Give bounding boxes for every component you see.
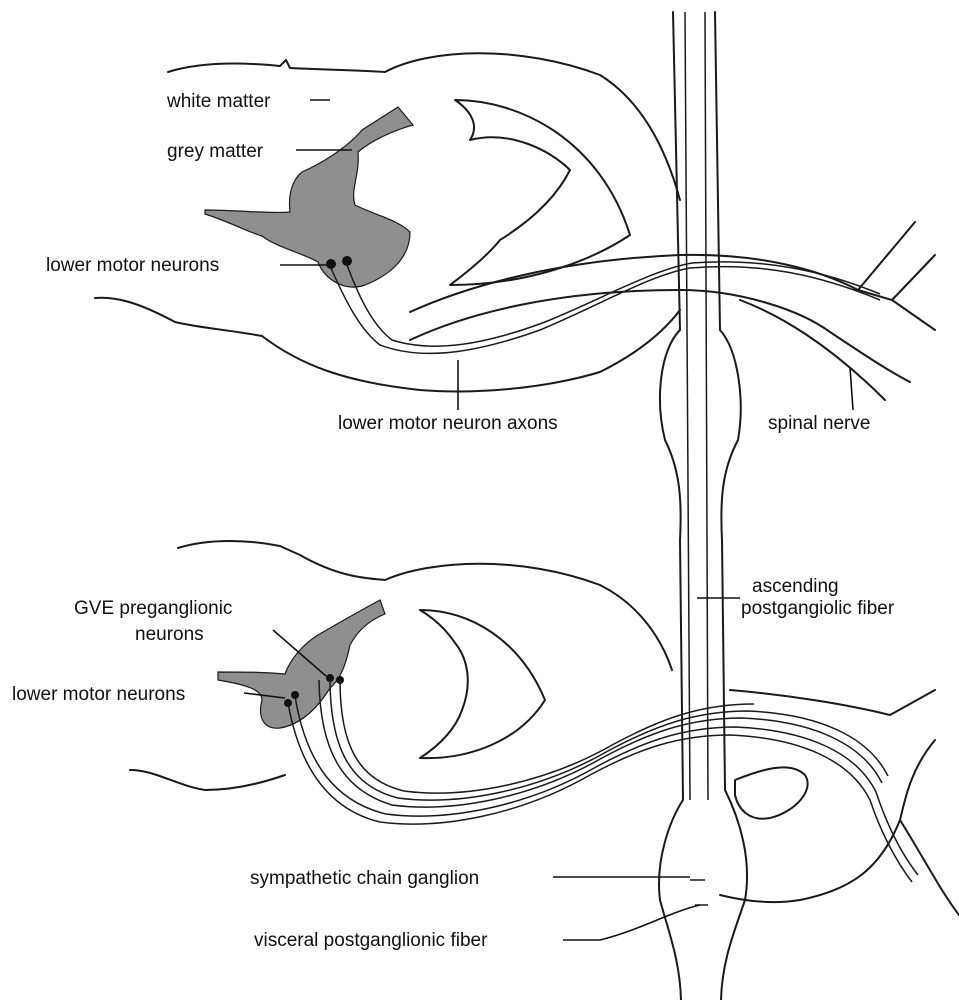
upper-spinal-nerve-inner — [410, 290, 910, 382]
upper-lower-motor-neuron-1 — [326, 259, 336, 269]
upper-axon-1 — [330, 266, 880, 353]
trunk-right-edge — [715, 12, 747, 1000]
upper-grey-matter — [205, 107, 413, 287]
label-ascending-line1: ascending — [752, 576, 839, 597]
lower-axon-bundle — [288, 678, 918, 882]
upper-spinal-nerve-outer — [410, 222, 915, 312]
ganglion-fiber-arrow — [690, 880, 708, 905]
upper-spinal-nerve-ramus — [740, 300, 885, 400]
trunk-inner-line-2 — [705, 12, 708, 800]
lower-white-matter-left-edge — [130, 770, 285, 790]
lower-grey-matter — [218, 600, 385, 728]
trunk-left-edge — [659, 12, 683, 1000]
sympathetic-trunk — [659, 12, 747, 1000]
label-grey-matter: grey matter — [167, 141, 264, 162]
label-sympathetic-chain-ganglion: sympathetic chain ganglion — [250, 868, 479, 889]
upper-spinal-nerve-branch — [858, 255, 935, 330]
upper-lower-motor-neuron-2 — [342, 256, 352, 266]
label-white-matter: white matter — [166, 91, 271, 112]
label-lower-motor-neurons-bottom: lower motor neurons — [12, 684, 185, 705]
gve-preganglionic-neuron-2 — [336, 676, 344, 684]
lower-white-matter-outline — [178, 541, 672, 670]
label-lower-motor-neurons-top: lower motor neurons — [46, 255, 219, 276]
gve-preganglionic-neuron-1 — [326, 674, 334, 682]
lower-ventral-horn-curve — [420, 610, 545, 758]
lower-nerve-lower-branch — [900, 820, 959, 915]
label-visceral-postganglionic-fiber: visceral postganglionic fiber — [254, 930, 488, 951]
leader-visceral-postganglionic — [563, 905, 700, 940]
label-gve-line2: neurons — [135, 624, 204, 645]
lower-ganglion-inner-loop — [735, 767, 808, 818]
upper-white-matter-left-edge — [95, 298, 680, 392]
upper-ventral-horn-curve — [450, 100, 630, 285]
leader-spinal-nerve — [850, 367, 853, 410]
lower-lower-motor-neuron-1 — [284, 699, 292, 707]
label-ascending-line2: postgangiolic fiber — [741, 598, 895, 619]
label-spinal-nerve: spinal nerve — [768, 413, 870, 434]
lower-lower-motor-neuron-2 — [291, 691, 299, 699]
label-gve-line1: GVE preganglionic — [74, 598, 232, 619]
trunk-inner-line-1 — [685, 12, 690, 800]
label-lower-motor-neuron-axons: lower motor neuron axons — [338, 413, 558, 434]
